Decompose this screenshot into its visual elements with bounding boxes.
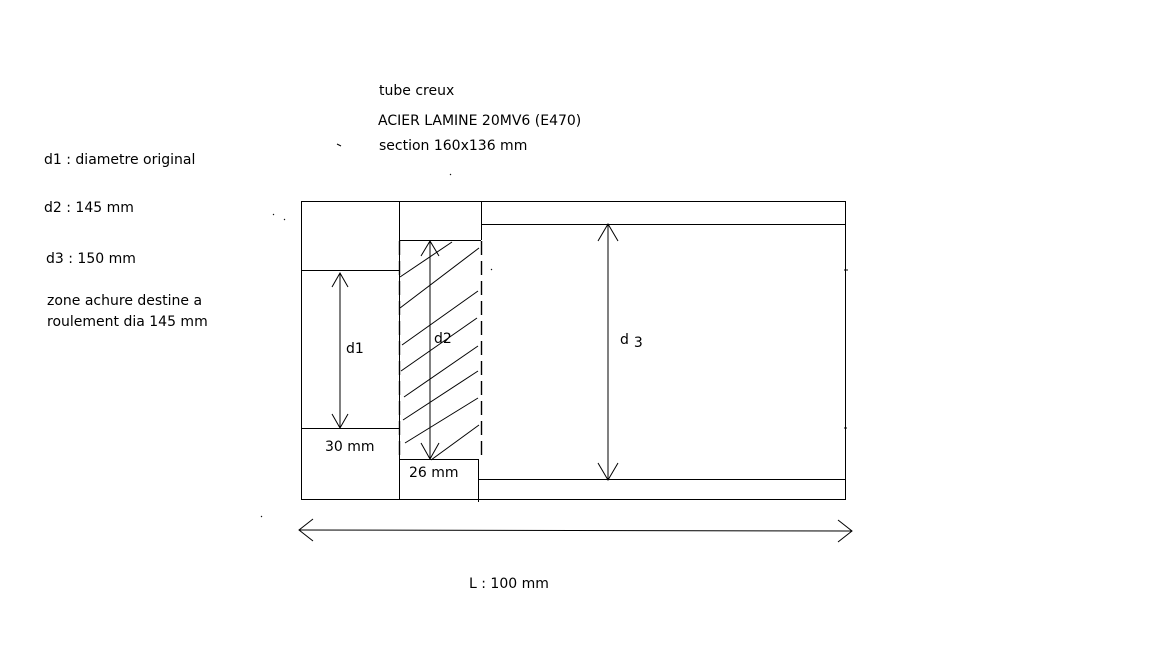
d1-dimension-arrow <box>331 271 349 430</box>
dimension-30mm: 30 mm <box>325 439 375 455</box>
header-tube-label: tube creux <box>379 83 455 99</box>
d2-label: d2 <box>434 331 452 347</box>
d3-label-sub: 3 <box>634 335 643 351</box>
hatch-lines <box>399 241 480 461</box>
dimension-26mm: 26 mm <box>409 465 459 481</box>
hatch-zone-boundary <box>398 241 483 459</box>
d2-dimension-arrow <box>420 240 440 461</box>
length-label: L : 100 mm <box>469 576 549 592</box>
header-material-label: ACIER LAMINE 20MV6 (E470) <box>378 113 582 129</box>
legend-d1: d1 : diametre original <box>44 152 196 168</box>
header-section-label: section 160x136 mm <box>379 138 528 154</box>
outer-outline <box>301 201 846 500</box>
right-section <box>479 224 846 480</box>
d3-label-main: d <box>620 332 629 348</box>
d1-label: d1 <box>346 341 364 357</box>
legend-d3: d3 : 150 mm <box>46 251 136 267</box>
legend-zone-line2: roulement dia 145 mm <box>47 314 208 330</box>
length-dimension-arrow <box>298 518 853 543</box>
d3-dimension-arrow <box>597 223 619 481</box>
legend-d2: d2 : 145 mm <box>44 200 134 216</box>
stray-marks <box>260 143 848 518</box>
legend-zone-line1: zone achure destine a <box>47 293 203 309</box>
